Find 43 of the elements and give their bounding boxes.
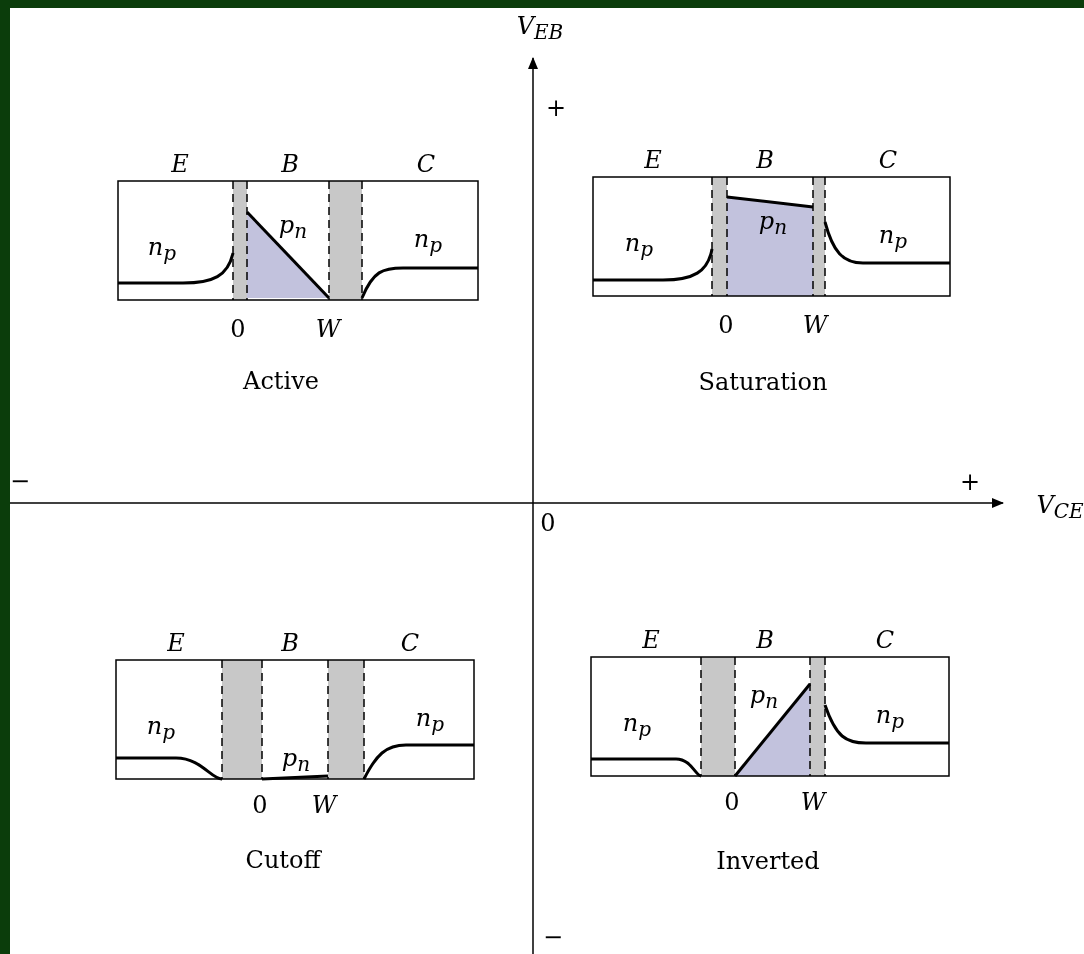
region-label: B: [756, 628, 774, 652]
carrier-label: n$_{p}$: [622, 710, 652, 740]
mode-caption: Active: [243, 369, 319, 393]
position-label: W: [802, 313, 828, 337]
position-label: 0: [230, 317, 246, 341]
carrier-label: n$_{p}$: [147, 234, 177, 264]
region-label: E: [642, 628, 660, 652]
carrier-label: p$_{n}$: [281, 745, 311, 775]
region-label: C: [875, 628, 895, 652]
carrier-label: n$_{p}$: [413, 226, 443, 256]
position-label: W: [311, 793, 337, 817]
region-label: E: [167, 631, 185, 655]
region-label: C: [416, 152, 436, 176]
sign-label: +: [959, 470, 981, 494]
position-label: 0: [724, 790, 740, 814]
carrier-label: n$_{p}$: [415, 705, 445, 735]
sign-label: −: [542, 925, 564, 949]
position-label: 0: [718, 313, 734, 337]
sign-label: −: [10, 469, 31, 493]
carrier-label: n$_{p}$: [878, 222, 908, 252]
mode-caption: Saturation: [698, 370, 828, 394]
axis-label: V$_{CE}$: [1036, 492, 1084, 522]
axis-label: V$_{EB}$: [516, 13, 564, 43]
sign-label: +: [545, 96, 567, 120]
carrier-label: n$_{p}$: [146, 713, 176, 743]
position-label: 0: [252, 793, 268, 817]
carrier-label: p$_{n}$: [758, 208, 788, 238]
carrier-label: p$_{n}$: [749, 682, 779, 712]
mode-caption: Cutoff: [245, 848, 321, 872]
region-label: B: [281, 152, 299, 176]
position-label: W: [800, 790, 826, 814]
region-label: E: [171, 152, 189, 176]
carrier-label: n$_{p}$: [624, 230, 654, 260]
position-label: W: [315, 317, 341, 341]
region-label: E: [644, 148, 662, 172]
region-label: B: [756, 148, 774, 172]
region-label: C: [400, 631, 420, 655]
origin-label: 0: [540, 511, 556, 535]
mode-caption: Inverted: [716, 849, 820, 873]
carrier-label: n$_{p}$: [875, 702, 905, 732]
region-label: B: [281, 631, 299, 655]
region-label: C: [878, 148, 898, 172]
carrier-label: p$_{n}$: [278, 212, 308, 242]
